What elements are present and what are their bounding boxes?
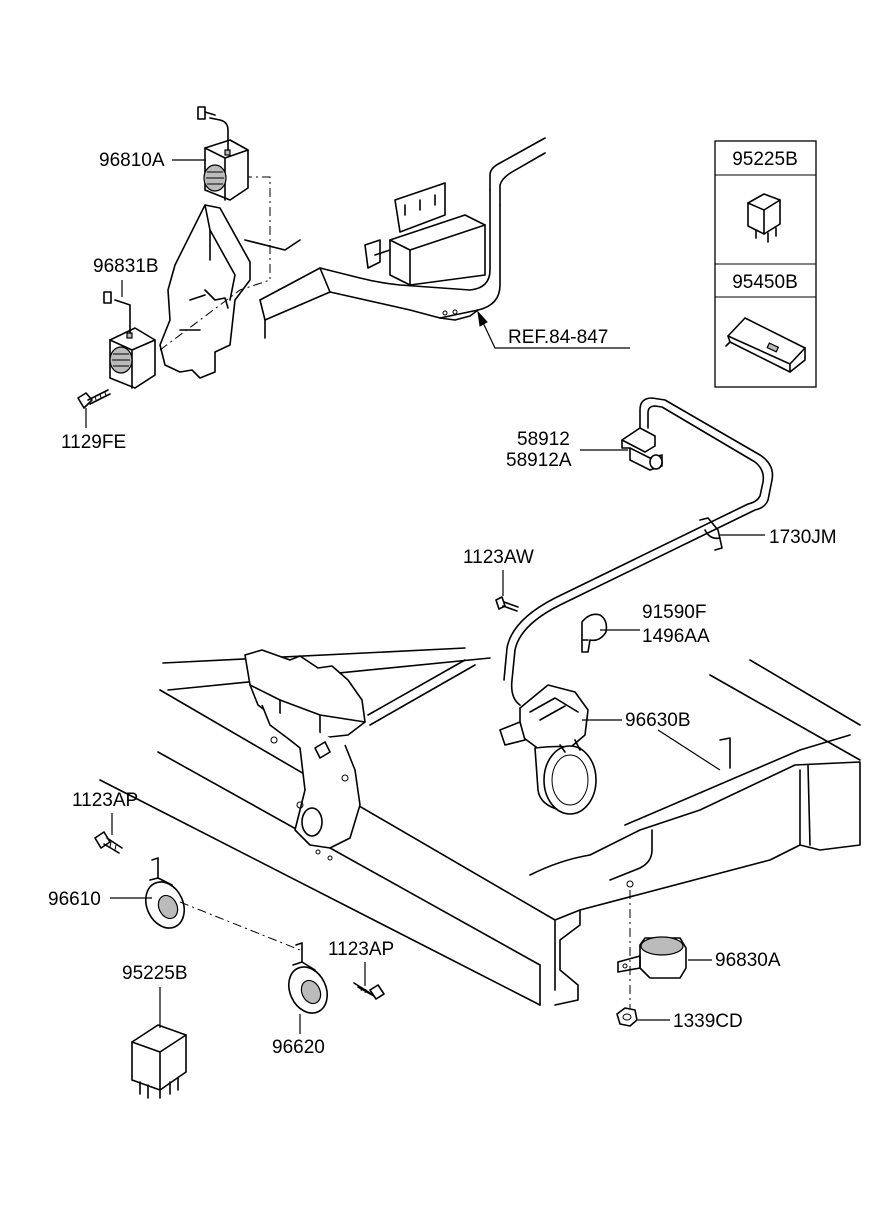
label-91590F: 91590F	[642, 602, 706, 623]
clamp-91590F	[581, 613, 608, 653]
legend-label-95450B: 95450B	[732, 272, 798, 293]
bolt-1123AP-right	[353, 982, 385, 1000]
relay-95225B	[131, 1024, 187, 1099]
speaker-96831B	[103, 291, 156, 389]
label-95225B: 95225B	[122, 963, 188, 984]
air-horn-96630B	[499, 684, 597, 815]
label-96620: 96620	[272, 1037, 325, 1058]
screw-1123AW	[495, 596, 519, 612]
legend-relay-icon	[747, 193, 781, 243]
label-1129FE: 1129FE	[61, 432, 126, 453]
label-1496AA: 1496AA	[642, 626, 710, 647]
label-58912: 58912	[517, 429, 570, 450]
ref-label: REF.84-847	[508, 327, 608, 348]
bolt-1123AP-left	[94, 831, 123, 854]
tee-fitting-58912	[621, 427, 663, 471]
horn-96620	[287, 942, 329, 1014]
label-96830A: 96830A	[715, 950, 781, 971]
label-96831B: 96831B	[93, 256, 159, 277]
legend-bracket-icon	[725, 317, 806, 373]
mounting-bracket	[159, 176, 301, 379]
nut-1339CD	[616, 1007, 638, 1027]
clip-1730JM	[699, 517, 723, 551]
legend-label-95225B: 95225B	[732, 149, 798, 170]
speaker-96810A	[197, 106, 249, 201]
buzzer-96830A	[617, 936, 687, 979]
air-hose	[503, 397, 774, 706]
label-96610: 96610	[48, 889, 101, 910]
horn-96610	[144, 857, 186, 929]
bolt-1129FE	[77, 389, 111, 409]
label-96810A: 96810A	[99, 150, 165, 171]
relay-legend-box: 95225B 95450B	[714, 140, 817, 388]
label-1123AP-left: 1123AP	[72, 790, 138, 811]
label-1123AW: 1123AW	[463, 547, 534, 568]
center-bracket-assembly	[244, 649, 476, 861]
label-96630B: 96630B	[625, 710, 691, 731]
ref-arrow: REF.84-847	[477, 310, 630, 349]
label-1339CD: 1339CD	[673, 1011, 743, 1032]
label-1123AP-right: 1123AP	[328, 939, 394, 960]
label-1730JM: 1730JM	[769, 527, 837, 548]
upper-frame-rail	[259, 137, 546, 339]
label-58912A: 58912A	[506, 450, 572, 471]
